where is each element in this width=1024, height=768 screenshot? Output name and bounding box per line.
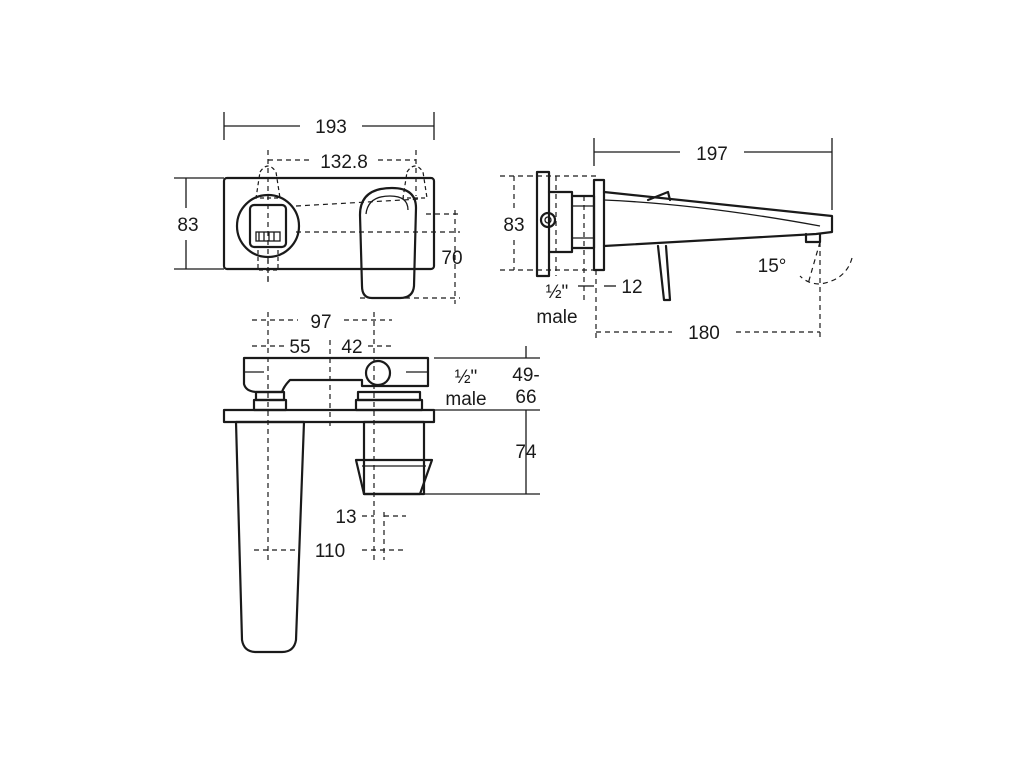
label-top-overall: 97 [310, 312, 331, 333]
label-side-height: 83 [503, 215, 524, 236]
dimension-side-projection: 197 [593, 138, 833, 210]
top-view: 97 55 42 ½" male 49- 66 74 1 [222, 312, 540, 654]
label-top-depth-range-top: 49- [512, 365, 539, 386]
label-side-depth: 180 [688, 323, 720, 344]
label-top-left-offset: 55 [289, 337, 310, 358]
dimension-front-width: 193 [223, 112, 435, 140]
dimension-side-depth: 180 [596, 323, 820, 344]
front-view: 193 132.8 83 70 [174, 112, 463, 304]
top-lever-outline [362, 420, 426, 496]
label-side-projection: 197 [696, 144, 728, 165]
top-housing-outline [242, 356, 430, 394]
side-plate-outline [592, 178, 606, 272]
label-front-height: 83 [177, 215, 198, 236]
label-top-lever-offset: 13 [335, 507, 356, 528]
dimension-top-offsets: 55 42 [252, 337, 392, 358]
label-side-angle: 15° [758, 256, 787, 277]
dimension-top-lever-depth: 74 [420, 442, 540, 495]
dimension-top-overall: 97 [252, 312, 392, 333]
label-top-lever-depth: 74 [515, 442, 537, 463]
dimension-top-lever-offset: 13 [335, 507, 406, 528]
label-front-lever-height: 70 [441, 248, 462, 269]
dimension-front-hole-spacing: 132.8 [268, 152, 416, 173]
top-spout-outline [234, 420, 306, 654]
dimension-front-height: 83 [174, 177, 224, 270]
label-top-thread-male: male [445, 389, 486, 410]
top-plate-outline [222, 408, 436, 424]
dimension-side-height: 83 [500, 175, 528, 271]
side-spout-outline [602, 190, 834, 248]
dimension-front-lever-height: 70 [441, 248, 462, 269]
label-front-width: 193 [315, 117, 347, 138]
dimension-top-depth-range: 49- 66 [434, 346, 540, 494]
label-top-thread-size: ½" [455, 367, 478, 388]
label-front-hole-spacing: 132.8 [320, 152, 368, 173]
label-top-spout-offset: 110 [315, 541, 345, 562]
label-side-plate-offset: 12 [621, 277, 642, 298]
label-side-thread-male: male [536, 307, 577, 328]
label-side-thread-size: ½" [546, 282, 569, 303]
dimension-top-spout-offset: 110 [254, 541, 404, 562]
side-view: 197 83 12 ½" male 180 15° [500, 138, 853, 344]
dimension-side-plate-offset: 12 ½" male [536, 277, 642, 328]
label-top-right-offset: 42 [341, 337, 362, 358]
label-top-depth-range-bottom: 66 [515, 387, 536, 408]
front-plate-outline [222, 176, 436, 271]
front-lever-outline [358, 186, 418, 300]
